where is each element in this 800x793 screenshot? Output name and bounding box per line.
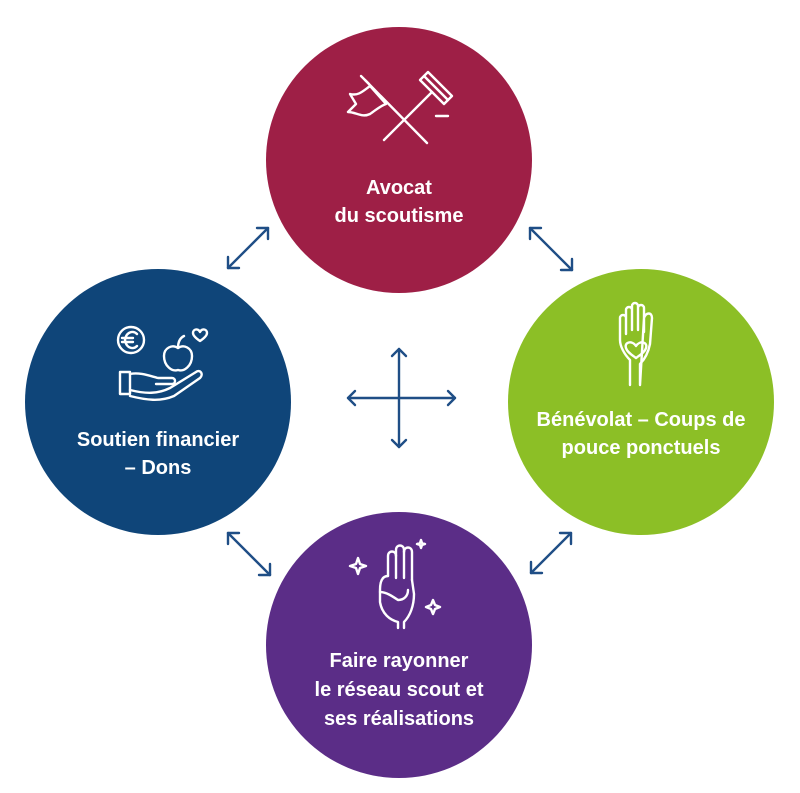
hand-heart-icon bbox=[618, 301, 654, 387]
circle-bottom bbox=[266, 512, 532, 778]
label-right-line1: Bénévolat – Coups de bbox=[537, 409, 746, 431]
label-bottom-line2: le réseau scout et bbox=[315, 679, 484, 701]
circle-top bbox=[266, 27, 532, 293]
connector-arrows bbox=[226, 226, 574, 577]
label-bottom-line1: Faire rayonner bbox=[330, 650, 469, 672]
arrow-bottom-right bbox=[529, 531, 573, 575]
arrow-top-left bbox=[226, 226, 270, 270]
scout-salute-sparkles-icon bbox=[348, 538, 442, 630]
circle-right bbox=[508, 269, 774, 535]
label-top-line2: du scoutisme bbox=[335, 205, 464, 227]
label-left-line2: – Dons bbox=[125, 457, 192, 479]
label-bottom-line3: ses réalisations bbox=[324, 708, 474, 730]
gavel-flag-icon bbox=[346, 70, 454, 145]
arrow-bottom-left bbox=[226, 531, 272, 577]
circle-left bbox=[25, 269, 291, 535]
arrow-top-right bbox=[528, 226, 574, 272]
four-way-arrow-icon bbox=[346, 347, 457, 449]
hand-euro-apple-icon bbox=[116, 325, 209, 401]
label-right-line2: pouce ponctuels bbox=[562, 437, 721, 459]
label-left-line1: Soutien financier bbox=[77, 429, 239, 451]
label-top-line1: Avocat bbox=[366, 177, 432, 199]
